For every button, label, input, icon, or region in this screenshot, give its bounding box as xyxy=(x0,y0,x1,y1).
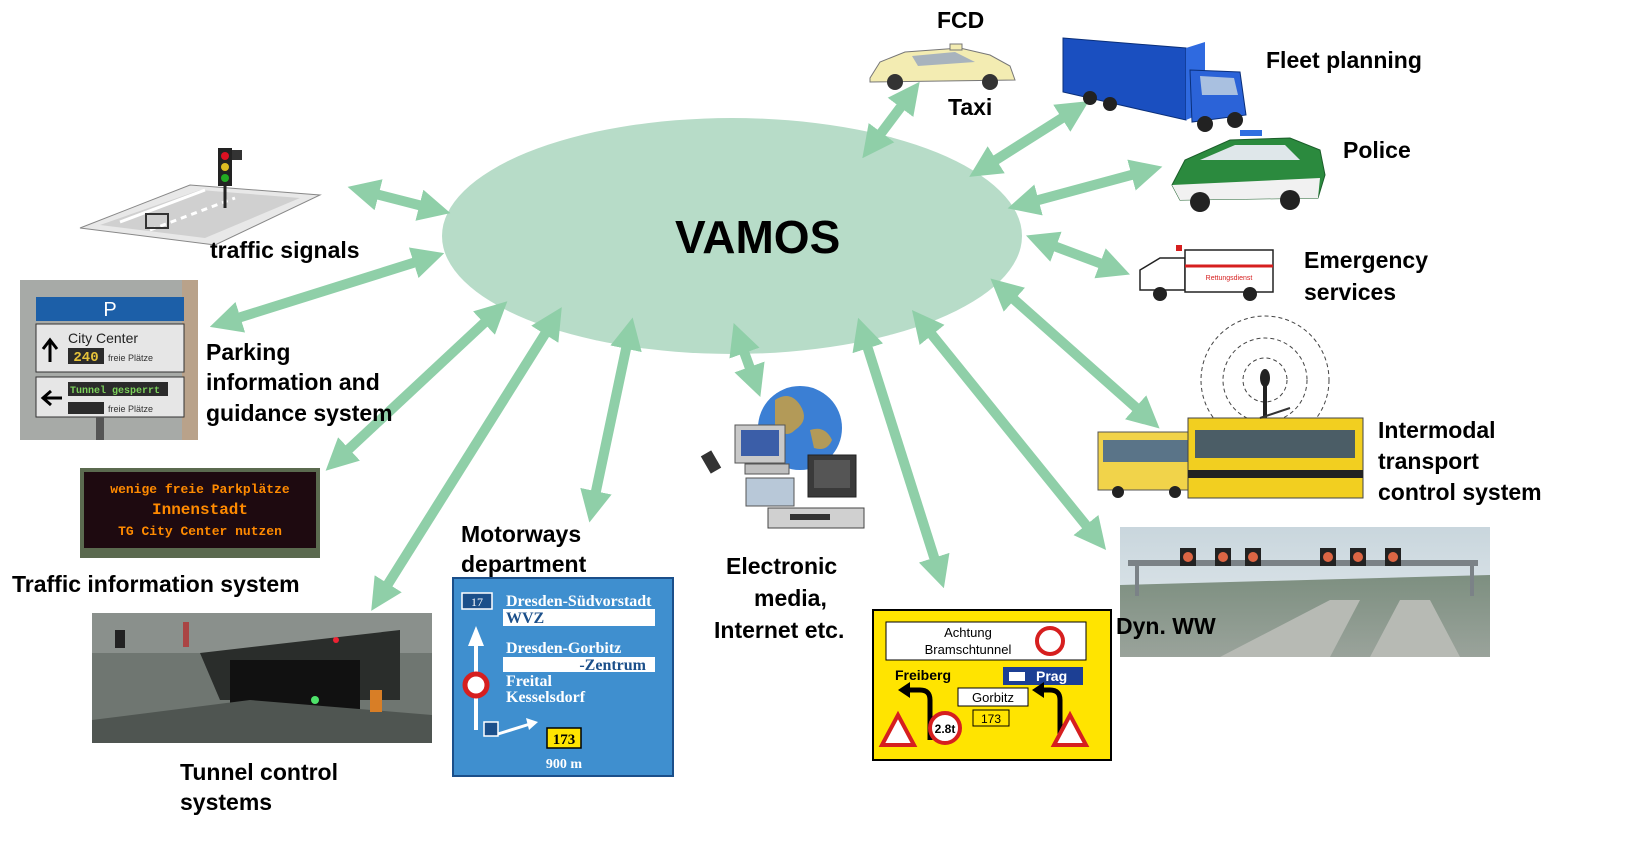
blue-dest4: Kesselsdorf xyxy=(506,689,586,706)
label-fcd: FCD xyxy=(937,7,985,33)
parking-row2-status: Tunnel gesperrt xyxy=(70,385,160,397)
yellow-line2: Bramschtunnel xyxy=(925,642,1012,657)
traffic-signals-image xyxy=(79,148,322,246)
motorway-sign-image: 17 Dresden-Südvorstadt WVZ Dresden-Gorbi… xyxy=(452,577,674,777)
police-car-image xyxy=(1171,130,1326,212)
yellow-line1: Achtung xyxy=(944,625,992,640)
label-police: Police xyxy=(1343,137,1411,163)
yellow-left: Freiberg xyxy=(895,667,951,683)
arrow-signals xyxy=(347,179,451,221)
blue-dest1b: WVZ xyxy=(506,610,544,627)
label-intermodal-1: Intermodal xyxy=(1378,417,1496,443)
taxi-image xyxy=(869,43,1016,90)
label-parking-2: information and xyxy=(206,369,380,395)
label-emergency-1: Emergency xyxy=(1304,247,1429,273)
yellow-middle: Gorbitz xyxy=(972,690,1014,705)
label-motorways-2: department xyxy=(461,551,587,577)
blue-route: 17 xyxy=(471,595,483,609)
blue-distance: 900 m xyxy=(546,757,583,772)
blue-dest1: Dresden-Südvorstadt xyxy=(506,593,652,610)
parking-header: P xyxy=(103,299,116,321)
blue-dest3: Freital xyxy=(506,673,552,690)
parking-row1-title: City Center xyxy=(68,330,138,346)
label-emergency-2: services xyxy=(1304,279,1397,305)
label-traffic-signals: traffic signals xyxy=(210,237,360,263)
label-tunnel-2: systems xyxy=(180,789,273,815)
arrow-motorways xyxy=(580,317,642,523)
parking-row1-suffix: freie Plätze xyxy=(108,353,153,363)
arrow-taxi xyxy=(862,81,920,159)
ambulance-image: Rettungsdienst xyxy=(1139,245,1274,301)
dynww-image xyxy=(1120,527,1490,657)
label-taxi: Taxi xyxy=(948,94,993,120)
yellow-route: 173 xyxy=(981,712,1001,726)
label-fleet-planning: Fleet planning xyxy=(1266,47,1422,73)
vms-line1: wenige freie Parkplätze xyxy=(110,482,290,497)
arrow-police xyxy=(1007,159,1163,216)
label-electronic-3: Internet etc. xyxy=(714,617,845,643)
detour-sign-image: Achtung Bramschtunnel Freiberg Prag Gorb… xyxy=(872,609,1112,761)
traffic-info-sign-image: wenige freie Parkplätze Innenstadt TG Ci… xyxy=(80,468,320,558)
parking-row2-suffix: freie Plätze xyxy=(108,404,153,414)
arrow-intermodal xyxy=(990,278,1160,429)
blue-exit: 173 xyxy=(553,732,576,748)
blue-dest2: Dresden-Gorbitz xyxy=(506,640,621,657)
vms-line3: TG City Center nutzen xyxy=(118,524,282,539)
label-traffic-info: Traffic information system xyxy=(12,571,300,597)
vamos-title: VAMOS xyxy=(675,211,841,263)
arrow-electronic xyxy=(729,322,765,398)
arrow-yellow-sign xyxy=(852,317,950,589)
label-intermodal-2: transport xyxy=(1378,448,1479,474)
connection-arrows xyxy=(209,81,1163,611)
label-electronic-1: Electronic xyxy=(726,553,838,579)
label-tunnel-1: Tunnel control xyxy=(180,759,339,785)
yellow-weight: 2.8t xyxy=(935,722,956,736)
vamos-ellipse xyxy=(442,118,1022,354)
vms-line2: Innenstadt xyxy=(152,501,248,519)
arrow-emergency xyxy=(1026,231,1130,279)
ambulance-text: Rettungsdienst xyxy=(1206,275,1253,282)
arrow-dynww xyxy=(911,310,1107,550)
label-dynww: Dyn. WW xyxy=(1116,613,1216,639)
arrow-traffic-info xyxy=(325,301,508,471)
label-parking-1: Parking xyxy=(206,339,291,365)
yellow-right: Prag xyxy=(1036,668,1067,684)
electronic-media-image xyxy=(700,386,865,529)
arrow-fleet xyxy=(969,101,1089,177)
label-electronic-2: media, xyxy=(754,585,827,611)
truck-image xyxy=(1062,37,1247,132)
parking-row1-count: 240 xyxy=(73,350,98,366)
arrow-parking xyxy=(209,247,445,333)
intermodal-image xyxy=(1097,315,1364,499)
tunnel-image xyxy=(92,613,432,743)
parking-sign-image: P City Center 240 freie Plätze Tunnel ge… xyxy=(20,280,198,440)
label-intermodal-3: control system xyxy=(1378,479,1542,505)
label-parking-3: guidance system xyxy=(206,400,393,426)
label-motorways-1: Motorways xyxy=(461,521,582,547)
blue-dest2b: -Zentrum xyxy=(579,657,646,674)
